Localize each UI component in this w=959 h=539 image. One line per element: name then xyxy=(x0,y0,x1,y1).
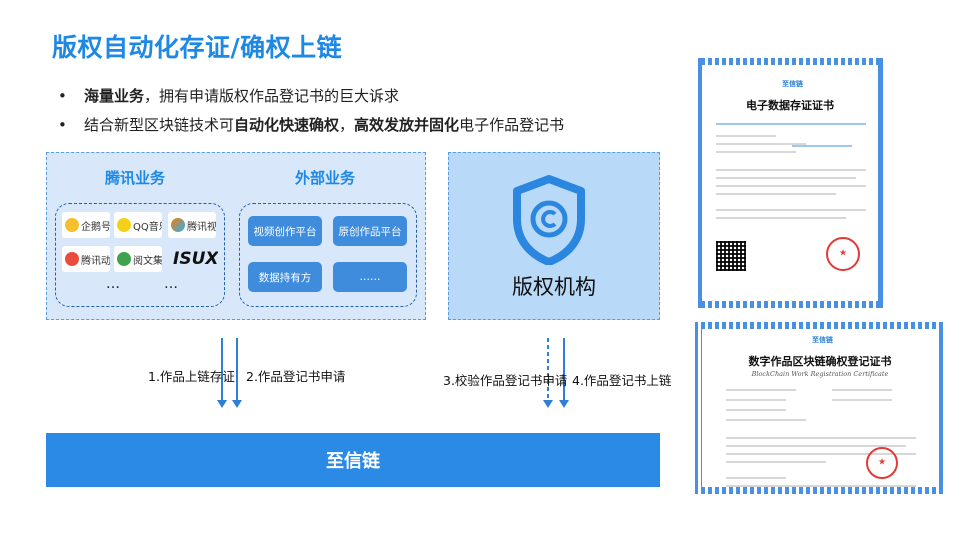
certificate-title: 数字作品区块链确权登记证书 xyxy=(748,355,892,368)
bullet-bold: 海量业务 xyxy=(84,87,145,105)
penguin-icon xyxy=(65,218,79,232)
copyright-org-panel: 版权机构 xyxy=(448,152,660,320)
bullet-item: 海量业务，拥有申请版权作品登记书的巨大诉求 xyxy=(58,82,564,111)
certificate-rule xyxy=(716,123,866,125)
arrowhead-down xyxy=(559,400,569,408)
arrow-step2 xyxy=(236,338,238,400)
certificate-text-line xyxy=(716,151,796,153)
chip-video-platform: 视频创作平台 xyxy=(248,216,322,246)
org-label: 版权机构 xyxy=(512,275,596,299)
comic-icon xyxy=(65,252,79,266)
arrow-step4 xyxy=(563,338,565,400)
certificate-text-line xyxy=(726,389,796,391)
certificate-body: 至信链 电子数据存证证书 xyxy=(702,65,878,301)
chip-original-platform: 原创作品平台 xyxy=(333,216,407,246)
certificate-text-line xyxy=(716,217,846,219)
logo-isux: ISUX xyxy=(173,249,218,269)
certificate-text-line xyxy=(726,445,906,447)
bullet-bold: 高效发放并固化 xyxy=(354,116,460,134)
red-seal-icon xyxy=(826,237,860,271)
certificate-text-line xyxy=(726,477,786,479)
certificate-text-line xyxy=(716,143,806,145)
chip-data-holder: 数据持有方 xyxy=(248,262,322,292)
chip-more: …… xyxy=(333,262,407,292)
certificate-text-line xyxy=(792,145,852,147)
certificate-text-line xyxy=(716,177,856,179)
step-4-label: 4.作品登记书上链 xyxy=(572,373,672,388)
logo-qqmusic: QQ音乐 xyxy=(114,212,162,238)
external-business-group: 视频创作平台 原创作品平台 数据持有方 …… xyxy=(239,203,417,307)
certificate-text-line xyxy=(726,399,786,401)
chain-bar: 至信链 xyxy=(46,433,660,487)
certificate-logo: 至信链 xyxy=(812,336,833,344)
certificate-text-line xyxy=(832,389,892,391)
logo-label: 腾讯动漫 xyxy=(81,255,110,267)
yuewen-icon xyxy=(117,252,131,266)
more-ellipsis: … xyxy=(164,276,179,292)
certificate-registration: 至信链 数字作品区块链确权登记证书 BlockChain Work Regist… xyxy=(695,322,945,494)
arrow-step1 xyxy=(221,338,223,400)
qr-code-icon xyxy=(716,241,746,271)
red-seal-icon xyxy=(866,447,898,479)
certificate-title: 电子数据存证证书 xyxy=(746,99,834,112)
arrowhead-down xyxy=(217,400,227,408)
arrow-step3 xyxy=(547,338,549,400)
arrowhead-down xyxy=(232,400,242,408)
certificate-text-line xyxy=(716,185,866,187)
certificate-text-line xyxy=(726,419,806,421)
logo-yuewen: 阅文集团 xyxy=(114,246,162,272)
bullet-text: 结合新型区块链技术可 xyxy=(84,116,235,134)
certificate-text-line xyxy=(716,193,836,195)
certificate-text-line xyxy=(716,209,866,211)
tencent-heading: 腾讯业务 xyxy=(105,169,166,187)
business-panel: 腾讯业务 外部业务 企鹅号 QQ音乐 腾讯视频 腾讯动漫 阅文集团 ISUX …… xyxy=(46,152,426,320)
step-2-label: 2.作品登记书申请 xyxy=(246,369,346,384)
certificate-subtitle: BlockChain Work Registration Certificate xyxy=(751,370,889,378)
tencent-video-icon xyxy=(171,218,185,232)
page-title: 版权自动化存证/确权上链 xyxy=(52,33,343,62)
logo-label: 腾讯视频 xyxy=(187,221,216,233)
logo-label: 阅文集团 xyxy=(133,255,162,267)
bullet-list: 海量业务，拥有申请版权作品登记书的巨大诉求 结合新型区块链技术可自动化快速确权，… xyxy=(58,82,564,140)
bullet-bold: 自动化快速确权 xyxy=(234,116,340,134)
logo-penguin: 企鹅号 xyxy=(62,212,110,238)
bullet-text: 电子作品登记书 xyxy=(459,116,565,134)
bullet-item: 结合新型区块链技术可自动化快速确权，高效发放并固化电子作品登记书 xyxy=(58,111,564,140)
logo-tencent-video: 腾讯视频 xyxy=(168,212,216,238)
certificate-text-line xyxy=(726,485,916,487)
arrowhead-down xyxy=(543,400,553,408)
logo-label: QQ音乐 xyxy=(133,221,162,233)
certificate-text-line xyxy=(726,453,916,455)
more-ellipsis: … xyxy=(106,276,121,292)
certificate-text-line xyxy=(726,461,826,463)
logo-tencent-comic: 腾讯动漫 xyxy=(62,246,110,272)
external-heading: 外部业务 xyxy=(295,169,356,187)
bullet-text: ，拥有申请版权作品登记书的巨大诉求 xyxy=(144,87,400,105)
certificate-text-line xyxy=(716,169,866,171)
certificate-text-line xyxy=(716,135,776,137)
bullet-text: ， xyxy=(339,116,355,134)
certificate-text-line xyxy=(726,437,916,439)
tencent-business-group: 企鹅号 QQ音乐 腾讯视频 腾讯动漫 阅文集团 ISUX … … xyxy=(55,203,225,307)
certificate-deposit: 至信链 电子数据存证证书 xyxy=(695,58,885,308)
step-3-label: 3.校验作品登记书申请 xyxy=(443,373,568,388)
certificate-logo: 至信链 xyxy=(782,80,803,88)
shield-copyright-icon xyxy=(513,175,585,265)
step-1-label: 1.作品上链存证 xyxy=(148,369,235,384)
logo-label: 企鹅号 xyxy=(81,221,110,233)
certificate-text-line xyxy=(832,399,892,401)
qqmusic-icon xyxy=(117,218,131,232)
certificate-text-line xyxy=(726,409,786,411)
certificate-body: 至信链 数字作品区块链确权登记证书 BlockChain Work Regist… xyxy=(702,329,938,487)
